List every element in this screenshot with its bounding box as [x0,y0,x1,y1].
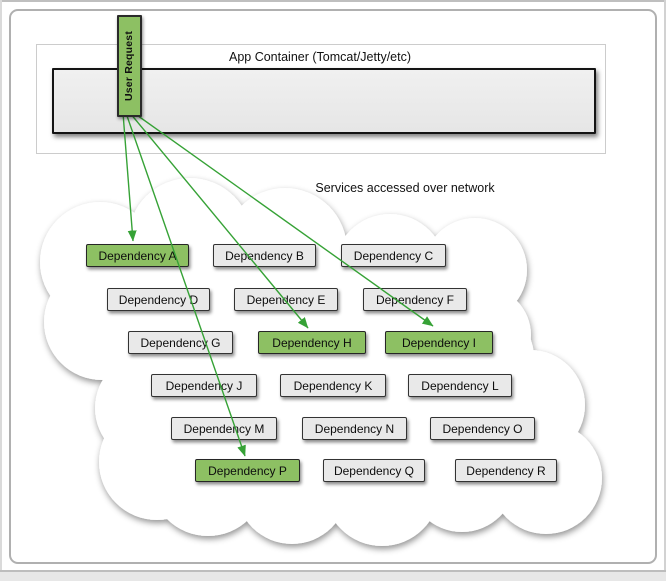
dependency-label: Dependency H [272,335,352,350]
dependency-label: Dependency G [140,335,221,350]
window-top-edge [0,0,666,2]
dependency-node-J: Dependency J [151,374,257,397]
user-request-label: User Request [123,30,136,102]
dependency-node-N: Dependency N [302,417,407,440]
dependency-node-I: Dependency I [385,331,493,354]
dependency-node-D: Dependency D [107,288,210,311]
dependency-label: Dependency N [314,421,395,436]
dependency-label: Dependency A [98,248,177,263]
dependency-label: Dependency B [225,248,304,263]
dependency-node-G: Dependency G [128,331,233,354]
dependency-label: Dependency I [401,335,477,350]
dependency-node-R: Dependency R [455,459,557,482]
dependency-label: Dependency F [375,292,455,307]
dependency-label: Dependency K [293,378,373,393]
dependency-node-C: Dependency C [341,244,446,267]
dependency-label: Dependency O [442,421,523,436]
services-caption: Services accessed over network [315,181,495,195]
window-bottom-edge [0,570,666,581]
dependency-label: Dependency E [246,292,326,307]
dependency-label: Dependency C [353,248,434,263]
dependency-node-K: Dependency K [280,374,386,397]
dependency-label: Dependency Q [333,463,415,478]
dependency-label: Dependency L [421,378,499,393]
dependency-label: Dependency R [466,463,546,478]
dependency-node-L: Dependency L [408,374,512,397]
dependency-node-E: Dependency E [234,288,338,311]
window-right-edge [664,0,666,581]
dependency-node-A: Dependency A [86,244,189,267]
dependency-label: Dependency J [165,378,243,393]
dependency-label: Dependency D [118,292,199,307]
dependency-node-M: Dependency M [171,417,277,440]
dependency-node-O: Dependency O [430,417,535,440]
dependency-node-H: Dependency H [258,331,366,354]
dependency-node-F: Dependency F [363,288,467,311]
dependency-node-P: Dependency P [195,459,300,482]
dependency-node-Q: Dependency Q [323,459,425,482]
window-left-edge [0,0,2,581]
dependency-label: Dependency M [183,421,265,436]
app-container-label: App Container (Tomcat/Jetty/etc) [228,50,412,64]
dependency-node-B: Dependency B [213,244,316,267]
user-request-box: User Request [117,15,142,117]
dependency-label: Dependency P [208,463,287,478]
